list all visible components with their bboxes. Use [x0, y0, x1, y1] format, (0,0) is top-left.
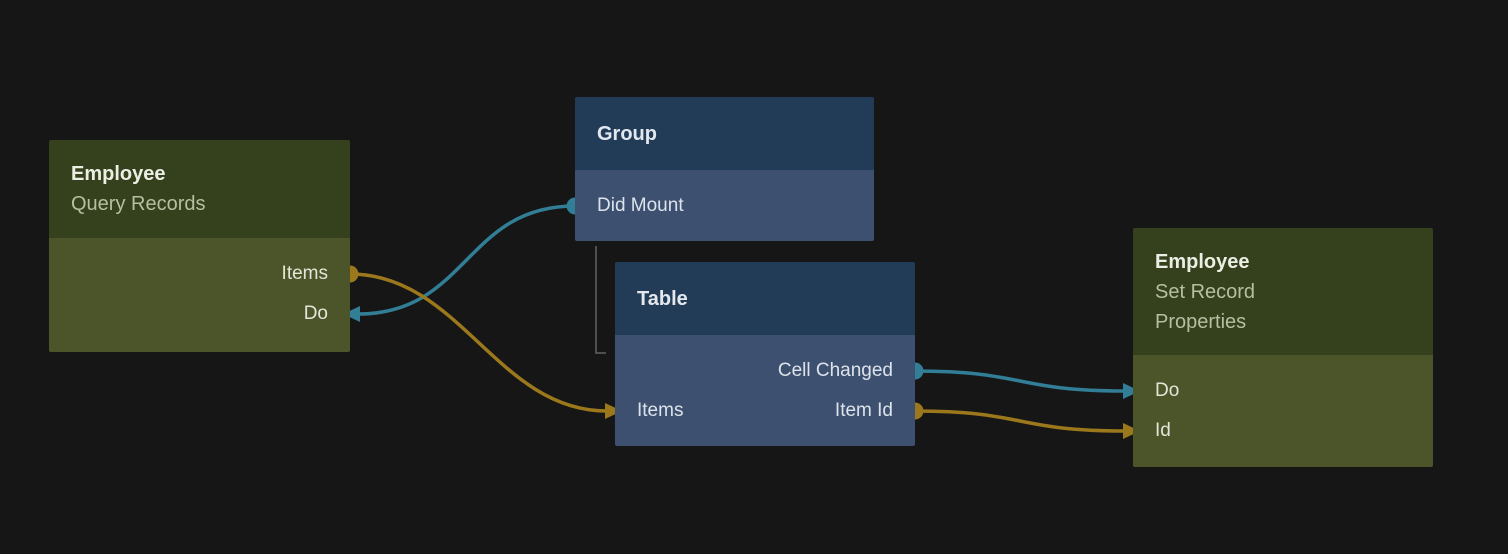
port-row: Do [49, 294, 350, 334]
node-header: Table [615, 262, 915, 335]
port-label-do: Do [1155, 380, 1180, 401]
port-row: Items [49, 254, 350, 294]
port-row: Id [1133, 411, 1433, 451]
port-label-id: Id [1155, 420, 1171, 441]
port-label-do: Do [303, 303, 328, 324]
node-title: Table [637, 287, 688, 310]
port-label-did-mount: Did Mount [597, 195, 684, 216]
node-header: Group [575, 97, 874, 170]
port-label-items: Items [637, 400, 684, 421]
port-row: Items Item Id [615, 391, 915, 431]
node-title: Employee [71, 163, 166, 185]
port-row: Did Mount [575, 186, 874, 226]
node-body: Did Mount [575, 170, 874, 241]
hierarchy-connector-line [595, 246, 606, 354]
port-row: Cell Changed [615, 351, 915, 391]
node-subtitle: Properties [1155, 310, 1247, 333]
connection-wire-signal[interactable] [913, 369, 1127, 393]
connection-wire-data[interactable] [348, 272, 609, 413]
connection-wire-signal[interactable] [356, 204, 577, 316]
port-label-cell-changed: Cell Changed [777, 360, 893, 381]
node-subtitle: Query Records [71, 193, 206, 215]
node-title: Employee [1155, 250, 1250, 273]
port-label-items: Items [281, 263, 328, 284]
connection-wire-data[interactable] [913, 409, 1127, 433]
node-subtitle: Set Record [1155, 280, 1256, 303]
port-label-item-id: Item Id [834, 400, 893, 421]
port-row: Do [1133, 371, 1433, 411]
node-title: Group [597, 122, 657, 145]
